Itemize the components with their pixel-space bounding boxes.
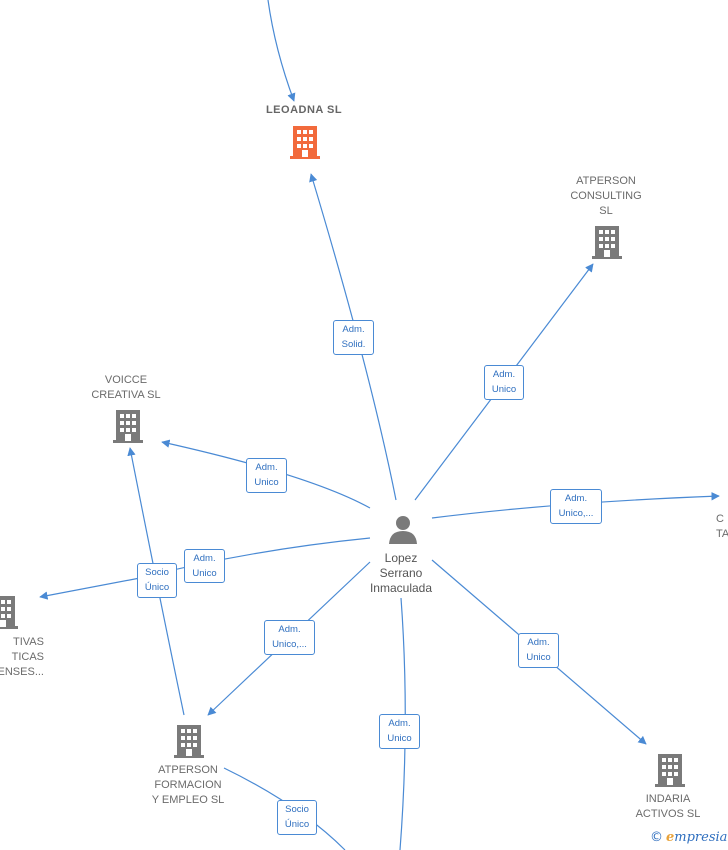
building-icon[interactable] [655, 752, 685, 788]
edge-person-voicce [161, 439, 371, 509]
edge-label-left-socio[interactable]: Socio Único [137, 563, 177, 598]
edge-label-right[interactable]: Adm. Unico,... [550, 489, 602, 524]
edge-socio-left [39, 577, 141, 600]
company-name-left-partial[interactable]: TIVAS TICAS ENSES... [0, 636, 44, 678]
company-name-indaria[interactable]: INDARIA ACTIVOS SL [635, 793, 701, 820]
edge-label-formacion-bottom[interactable]: Socio Único [277, 800, 317, 835]
building-icon[interactable] [0, 594, 18, 630]
company-name-leoadna[interactable]: LEOADNA SL [265, 104, 343, 116]
brand-watermark: ©empresia [650, 830, 727, 845]
edge-label-indaria[interactable]: Adm. Unico [518, 633, 559, 668]
brand-name: mpresia [674, 830, 728, 845]
company-name-right-partial[interactable]: C TA [716, 513, 728, 540]
edge-label-voicce[interactable]: Adm. Unico [246, 458, 287, 493]
edge-label-left-person[interactable]: Adm. Unico [184, 549, 225, 583]
building-icon[interactable] [174, 723, 204, 759]
person-name[interactable]: Lopez Serrano Inmaculada [369, 551, 433, 595]
building-icon[interactable] [592, 224, 622, 260]
company-name-voicce[interactable]: VOICCE CREATIVA SL [91, 374, 161, 401]
building-icon[interactable] [113, 408, 143, 444]
edge-label-formacion[interactable]: Adm. Unico,... [264, 620, 315, 655]
building-icon[interactable] [290, 124, 320, 160]
brand-initial: e [666, 830, 675, 845]
edge-top-to-leoadna [267, 0, 296, 102]
edge-label-leoadna[interactable]: Adm. Solid. [333, 320, 374, 355]
person-icon[interactable] [388, 514, 418, 544]
company-name-atperson-consulting[interactable]: ATPERSON CONSULTING SL [570, 175, 642, 217]
company-name-atperson-formacion[interactable]: ATPERSON FORMACION Y EMPLEO SL [151, 764, 225, 806]
edge-label-bottom[interactable]: Adm. Unico [379, 714, 420, 749]
copyright-icon: © [650, 830, 663, 845]
edge-label-consulting[interactable]: Adm. Unico [484, 365, 524, 400]
